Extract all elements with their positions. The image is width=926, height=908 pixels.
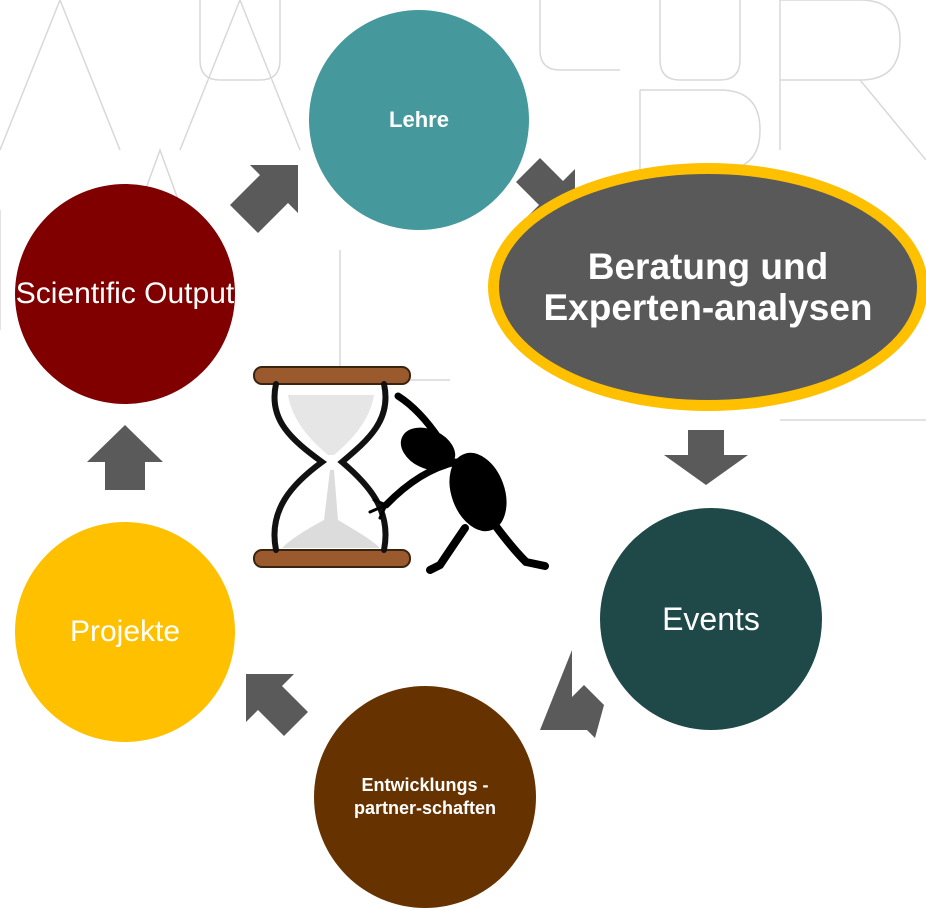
arrow-beratung-to-events <box>664 430 748 485</box>
arrow-sci-to-lehre <box>230 165 298 233</box>
node-lehre: Lehre <box>309 10 529 230</box>
node-scientific-output-label: Scientific Output <box>15 277 235 310</box>
node-projekte-label: Projekte <box>69 615 181 648</box>
node-events-label: Events <box>662 600 760 637</box>
node-lehre-label: Lehre <box>389 107 449 132</box>
node-beratung-label: Beratung und Experten-analysen <box>543 246 873 328</box>
node-entwicklungspartnerschaften: Entwicklungs -partner-schaften <box>314 686 536 908</box>
node-entwicklungspartnerschaften-label: Entwicklungs -partner-schaften <box>353 775 497 818</box>
node-events: Events <box>600 508 822 730</box>
hourglass-figure-icon <box>253 366 549 574</box>
arrow-proj-to-sci <box>87 425 163 490</box>
arrow-entw-to-proj <box>246 674 308 736</box>
node-projekte: Projekte <box>15 522 235 742</box>
arrow-events-to-entw <box>540 650 604 738</box>
cycle-arrows <box>87 158 748 738</box>
node-scientific-output: Scientific Output <box>15 184 235 404</box>
node-beratung: Beratung und Experten-analysen <box>488 163 926 411</box>
